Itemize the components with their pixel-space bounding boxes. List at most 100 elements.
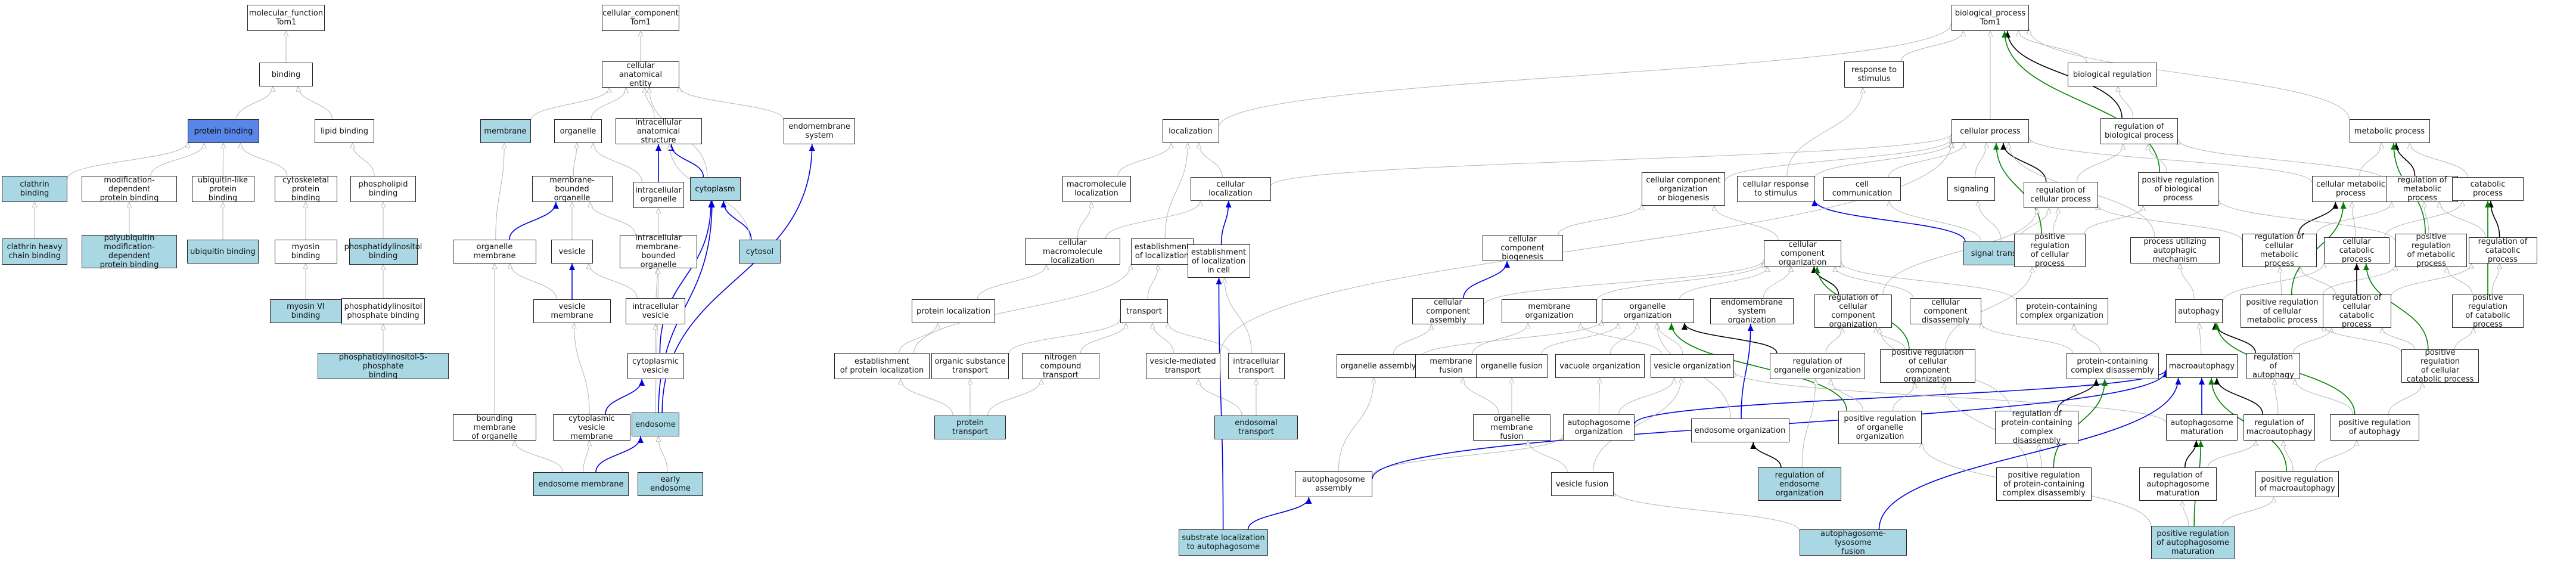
go-term-endomem[interactable]: endosome membrane — [533, 472, 629, 496]
go-term-ccbiog[interactable]: cellular component biogenesis — [1482, 235, 1563, 262]
go-term-lipidbind[interactable]: lipid binding — [315, 119, 374, 143]
go-term-vesicle[interactable]: vesicle — [551, 240, 593, 264]
go-term-regccorg[interactable]: regulation of cellular component organiz… — [1814, 293, 1892, 329]
go-term-cytosol[interactable]: cytosol — [739, 240, 781, 264]
go-term-intraves[interactable]: intracellular vesicle — [626, 298, 685, 324]
go-term-posregapsmat[interactable]: positive regulation of autophagosome mat… — [2151, 526, 2235, 559]
go-term-apsmat[interactable]: autophagosome maturation — [2166, 414, 2238, 441]
go-term-memfusion[interactable]: membrane fusion — [1415, 354, 1487, 378]
go-term-cellcat[interactable]: cellular catabolic process — [2324, 237, 2389, 264]
go-term-metproc[interactable]: metabolic process — [2349, 119, 2430, 143]
go-term-cytoskel[interactable]: cytoskeletal protein binding — [274, 176, 337, 203]
go-term-myosin6[interactable]: myosin VI binding — [270, 299, 341, 323]
go-term-ias[interactable]: intracellular anatomical structure — [615, 118, 702, 145]
go-term-regcp[interactable]: regulation of cellular process — [2023, 182, 2098, 208]
go-term-macroauto[interactable]: macroautophagy — [2166, 354, 2238, 378]
go-term-cytoplasm[interactable]: cytoplasm — [689, 177, 741, 201]
go-term-orgasm[interactable]: organelle assembly — [1337, 354, 1420, 378]
go-term-posregorgorg[interactable]: positive regulation of organelle organiz… — [1838, 411, 1922, 444]
go-term-regendoorg[interactable]: regulation of endosome organization — [1758, 467, 1841, 501]
go-term-binding[interactable]: binding — [259, 63, 313, 86]
go-term-regapsmat[interactable]: regulation of autophagosome maturation — [2139, 467, 2217, 501]
go-term-rts[interactable]: response to stimulus — [1844, 61, 1904, 88]
go-term-endotrans[interactable]: endosomal transport — [1214, 416, 1298, 439]
go-term-clathrin[interactable]: clathrin binding — [2, 176, 67, 202]
go-term-cellproc[interactable]: cellular process — [1952, 119, 2029, 143]
go-term-ccdis[interactable]: cellular component disassembly — [1910, 298, 1981, 325]
go-term-vesfusion[interactable]: vesicle fusion — [1550, 472, 1614, 496]
go-term-posregcp[interactable]: positive regulation of cellular process — [2014, 233, 2086, 268]
go-term-nitro[interactable]: nitrogen compound transport — [1022, 353, 1099, 380]
go-term-polyubq[interactable]: polyubiquitin modification-dependent pro… — [82, 234, 177, 269]
go-term-intraorg[interactable]: intracellular organelle — [633, 182, 684, 208]
go-term-estloc[interactable]: establishment of localization — [1130, 238, 1194, 265]
go-term-orgsubtr[interactable]: organic substance transport — [931, 353, 1009, 379]
go-term-orgfusion[interactable]: organelle fusion — [1476, 354, 1548, 378]
go-term-ubqbind[interactable]: ubiquitin binding — [187, 240, 259, 264]
go-term-estprotloc[interactable]: establishment of protein localization — [834, 353, 930, 379]
go-term-regccat[interactable]: regulation of cellular catabolic process — [2322, 293, 2391, 329]
go-term-cvm[interactable]: cytoplasmic vesicle membrane — [553, 414, 630, 441]
go-term-pi5p[interactable]: phosphatidylinositol-5-phosphate binding — [318, 353, 449, 380]
go-term-protbind[interactable]: protein binding — [188, 119, 259, 143]
go-term-posregmet[interactable]: positive regulation of metabolic process — [2395, 233, 2467, 268]
go-term-pip[interactable]: phosphatidylinositol binding — [344, 238, 422, 265]
go-term-ccassembly[interactable]: cellular component assembly — [1412, 298, 1484, 325]
go-term-endosome[interactable]: endosome — [632, 413, 679, 436]
go-term-ubllike[interactable]: ubiquitin-like protein binding — [191, 176, 254, 203]
go-term-cmlloc[interactable]: cellular macromolecule localization — [1025, 238, 1120, 265]
go-term-regmet[interactable]: regulation of metabolic process — [2387, 176, 2458, 203]
go-term-transport[interactable]: transport — [1120, 299, 1168, 323]
go-term-moddep[interactable]: modification-dependent protein binding — [82, 176, 177, 203]
go-term-ccorg[interactable]: cellular component organization — [1764, 240, 1841, 267]
go-term-regcat[interactable]: regulation of catabolic process — [2468, 237, 2537, 264]
go-term-cellloc[interactable]: cellular localization — [1190, 177, 1271, 201]
go-term-endoorg[interactable]: endosome organization — [1691, 419, 1789, 442]
go-term-apslysofus[interactable]: autophagosome-lysosome fusion — [1800, 529, 1907, 556]
go-term-regpccdis[interactable]: regulation of protein-containing complex… — [1995, 410, 2078, 445]
go-term-cellresp[interactable]: cellular response to stimulus — [1737, 176, 1814, 202]
go-term-estlocc[interactable]: establishment of localization in cell — [1187, 244, 1250, 278]
go-term-posregpccdis[interactable]: positive regulation of protein-containin… — [1996, 467, 2092, 501]
go-term-pauto[interactable]: process utilizing autophagic mechanism — [2130, 237, 2220, 264]
go-term-vesmed[interactable]: vesicle-mediated transport — [1145, 353, 1220, 379]
go-term-autophagy[interactable]: autophagy — [2175, 299, 2223, 323]
go-term-cellcomm[interactable]: cell communication — [1823, 177, 1901, 201]
go-term-imbo[interactable]: intracellular membrane-bounded organelle — [620, 234, 697, 269]
go-term-regcmp[interactable]: regulation of cellular metabolic process — [2242, 233, 2317, 268]
go-term-regauto[interactable]: regulation of autophagy — [2246, 353, 2300, 380]
go-term-phospholipid[interactable]: phospholipid binding — [350, 176, 416, 202]
go-term-organelle[interactable]: organelle — [554, 119, 602, 143]
go-term-macroloc[interactable]: macromolecule localization — [1062, 176, 1131, 202]
go-term-orgmemfus[interactable]: organelle membrane fusion — [1473, 414, 1550, 441]
go-term-posregccorg[interactable]: positive regulation of cellular componen… — [1880, 348, 1975, 384]
go-term-vacorg[interactable]: vacuole organization — [1555, 354, 1645, 378]
go-term-endosys[interactable]: endomembrane system — [784, 118, 855, 144]
go-term-apsasm[interactable]: autophagosome assembly — [1295, 471, 1372, 497]
go-term-pipp[interactable]: phosphatidylinositol phosphate binding — [341, 298, 425, 324]
go-term-intratrans[interactable]: intracellular transport — [1228, 353, 1285, 379]
go-term-breg[interactable]: biological regulation — [2068, 63, 2157, 86]
go-term-earlyendo[interactable]: early endosome — [638, 472, 703, 496]
go-term-pccorg[interactable]: protein-containing complex organization — [2015, 298, 2108, 324]
go-term-sublocaps[interactable]: substrate localization to autophagosome — [1179, 529, 1268, 556]
go-term-mf[interactable]: molecular_function Tom1 — [247, 5, 325, 31]
go-term-memorg[interactable]: membrane organization — [1502, 299, 1597, 323]
go-term-regmacro[interactable]: regulation of macroautophagy — [2243, 414, 2315, 441]
go-term-catab[interactable]: catabolic process — [2452, 177, 2524, 201]
go-term-vesmem[interactable]: vesicle membrane — [533, 299, 611, 323]
go-term-myosin[interactable]: myosin binding — [274, 240, 337, 264]
go-term-endosysorg[interactable]: endomembrane system organization — [1710, 298, 1794, 325]
go-term-posregauto[interactable]: positive regulation of autophagy — [2330, 414, 2419, 441]
go-term-signaling[interactable]: signaling — [1947, 177, 1995, 201]
go-term-regorgorg[interactable]: regulation of organelle organization — [1770, 353, 1865, 379]
go-term-membrane[interactable]: membrane — [480, 119, 531, 143]
go-term-posregcat[interactable]: positive regulation of catabolic process — [2452, 293, 2524, 329]
go-term-posregccat[interactable]: positive regulation of cellular cataboli… — [2401, 348, 2479, 384]
go-term-bmo[interactable]: bounding membrane of organelle — [453, 414, 536, 441]
go-term-clathrinheavy[interactable]: clathrin heavy chain binding — [2, 238, 67, 265]
go-term-localization[interactable]: localization — [1162, 119, 1219, 143]
go-term-apsorg[interactable]: autophagosome organization — [1563, 414, 1635, 441]
go-term-ccob[interactable]: cellular component organization or bioge… — [1642, 172, 1725, 206]
go-term-cellmet[interactable]: cellular metabolic process — [2312, 176, 2389, 202]
